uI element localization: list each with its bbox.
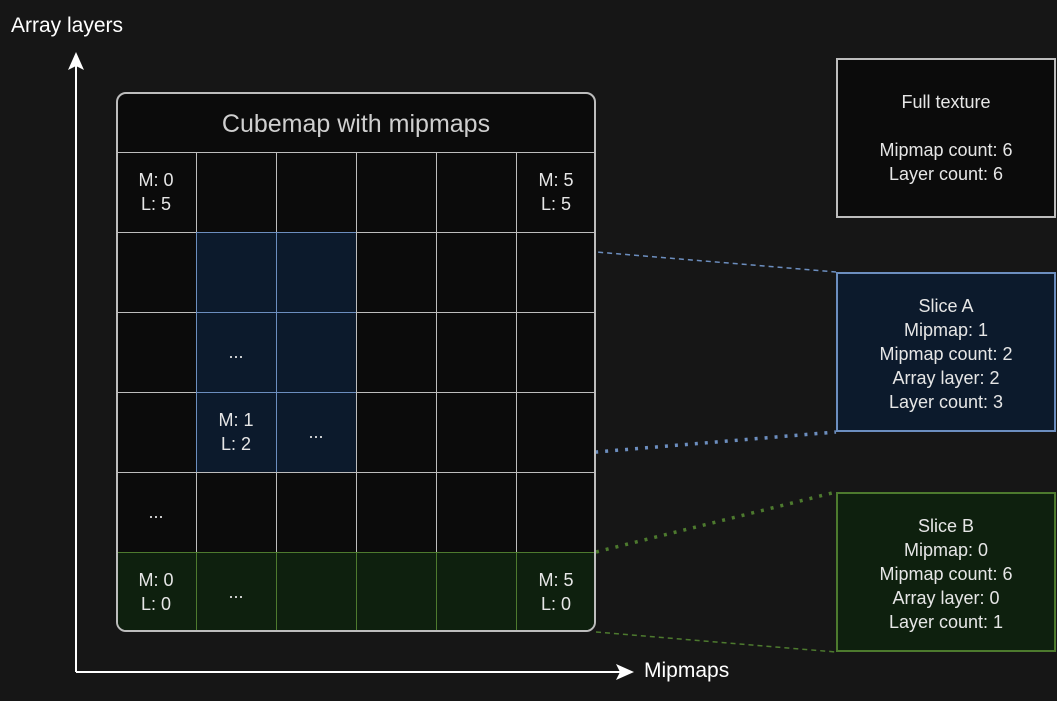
- grid-cell: M: 5 L: 0: [515, 551, 594, 630]
- grid-cell: ...: [195, 311, 277, 393]
- y-axis-arrowhead: [68, 52, 84, 70]
- grid-cell: [118, 391, 197, 473]
- grid-cell: ...: [195, 551, 277, 630]
- slice-a-layer-count: Layer count: 3: [888, 392, 1004, 412]
- grid-cell: ...: [118, 471, 197, 553]
- grid-cell: [355, 311, 437, 393]
- slice-b-array-layer: Array layer: 0: [892, 588, 1000, 608]
- grid-cell: [275, 151, 357, 233]
- grid-cell: [435, 391, 517, 473]
- grid-cell: [275, 231, 357, 313]
- slice-b-mipmap-count: Mipmap count: 6: [879, 564, 1013, 584]
- grid-cell: [435, 551, 517, 630]
- grid-cell: M: 0 L: 5: [118, 151, 197, 233]
- slice-b-connector-bottom: [595, 631, 837, 653]
- grid-cell: [515, 311, 594, 393]
- grid-cell: [195, 231, 277, 313]
- grid-cell: [195, 151, 277, 233]
- grid-cell: [515, 231, 594, 313]
- grid-cell: [355, 151, 437, 233]
- slice-b-mipmap: Mipmap: 0: [903, 540, 989, 560]
- grid-cell: M: 0 L: 0: [118, 551, 197, 630]
- cubemap-title: Cubemap with mipmaps: [221, 110, 491, 138]
- slice-b-title: Slice B: [917, 516, 975, 536]
- full-texture-mipmap-count: Mipmap count: 6: [879, 140, 1013, 160]
- grid-cell: [355, 471, 437, 553]
- slice-b-connector-top: [595, 490, 837, 554]
- grid-cell: [118, 311, 197, 393]
- grid-cell: [275, 551, 357, 630]
- slice-b-box: Slice B Mipmap: 0 Mipmap count: 6 Array …: [836, 492, 1056, 652]
- grid-cell: [195, 471, 277, 553]
- grid-cell: M: 1 L: 2: [195, 391, 277, 473]
- full-texture-title: Full texture: [901, 92, 991, 112]
- slice-a-mipmap: Mipmap: 1: [903, 320, 989, 340]
- grid-cell: [355, 231, 437, 313]
- x-axis-arrowhead: [616, 664, 634, 680]
- grid-cell: [275, 471, 357, 553]
- grid-cell: [435, 151, 517, 233]
- slice-a-title: Slice A: [918, 296, 974, 316]
- grid-cell: [515, 471, 594, 553]
- grid-cell: [275, 311, 357, 393]
- y-axis-label: Array layers: [11, 14, 124, 37]
- grid-cell: [355, 391, 437, 473]
- x-axis-label: Mipmaps: [644, 659, 730, 682]
- slice-a-array-layer: Array layer: 2: [892, 368, 1000, 388]
- slice-a-box: Slice A Mipmap: 1 Mipmap count: 2 Array …: [836, 272, 1056, 432]
- grid-cell: [118, 231, 197, 313]
- grid-cell: ...: [275, 391, 357, 473]
- cubemap-container: Cubemap with mipmaps M: 0 L: 5 M: 5 L: 5.…: [116, 92, 596, 632]
- grid-cell: [435, 471, 517, 553]
- grid-cell: M: 5 L: 5: [515, 151, 594, 233]
- grid-cell: [515, 391, 594, 473]
- grid-cell: [355, 551, 437, 630]
- grid-cell: [435, 231, 517, 313]
- full-texture-layer-count: Layer count: 6: [888, 164, 1004, 184]
- slice-a-mipmap-count: Mipmap count: 2: [879, 344, 1013, 364]
- slice-b-layer-count: Layer count: 1: [888, 612, 1004, 632]
- grid-cell: [435, 311, 517, 393]
- full-texture-box: Full texture Mipmap count: 6 Layer count…: [836, 58, 1056, 218]
